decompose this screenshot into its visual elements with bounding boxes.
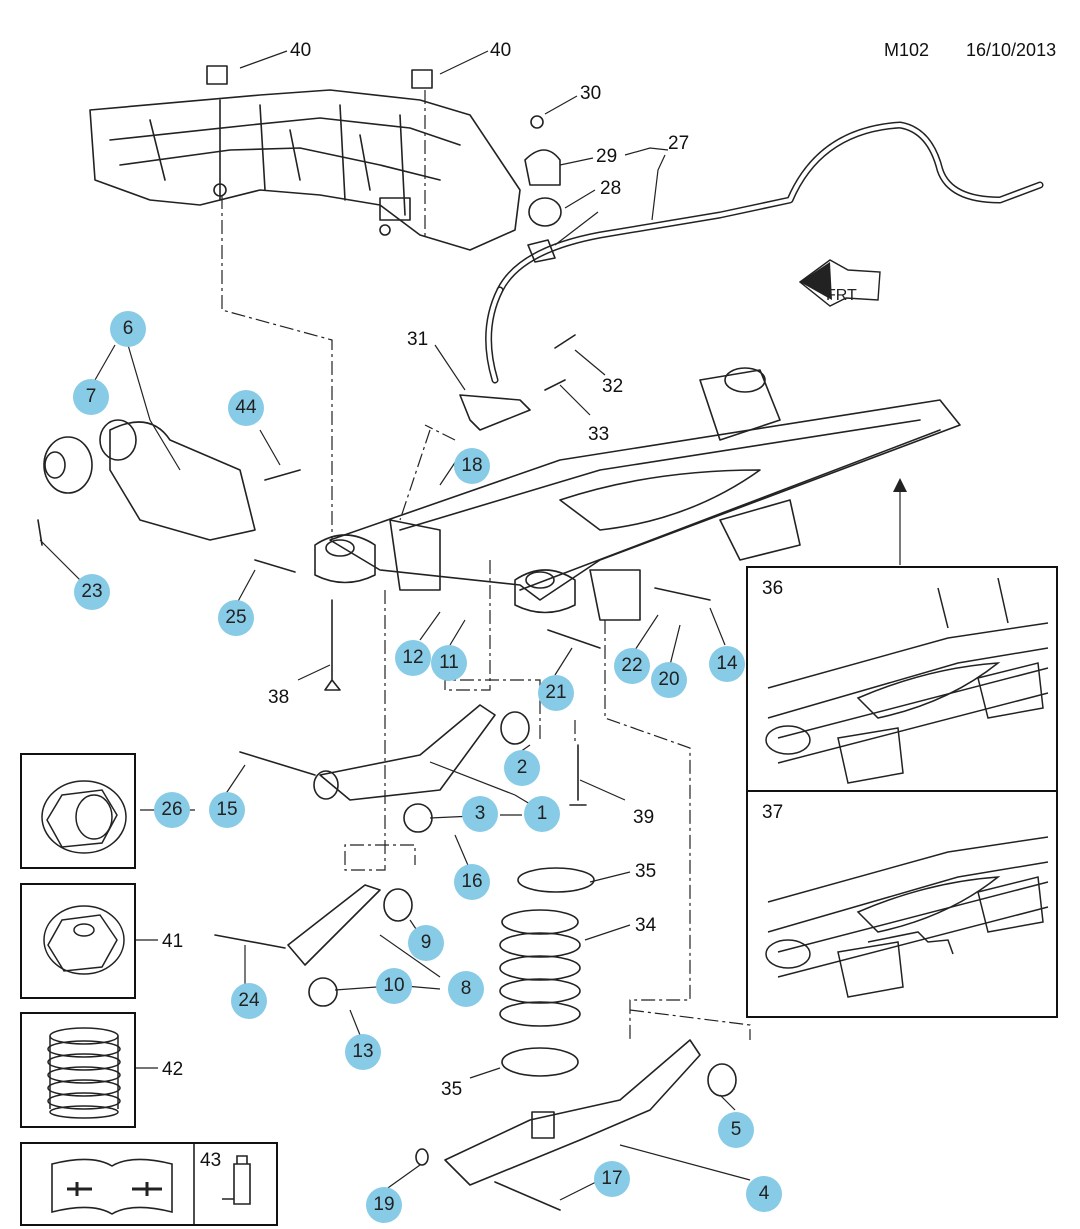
- hex-nut-icon: [43, 905, 125, 975]
- inset-36-number: 36: [762, 578, 784, 599]
- bushing-7: [43, 436, 93, 494]
- spring-seat-35-lower: [501, 1047, 579, 1077]
- bubble-17: 17: [594, 1161, 630, 1197]
- flange-nut-icon: [41, 780, 127, 854]
- boot-icon: [47, 1027, 121, 1119]
- bubble-15: 15: [209, 792, 245, 828]
- callout-35-upper: 35: [635, 861, 657, 882]
- bubble-24: 24: [231, 983, 267, 1019]
- cage-nut-40-left: [206, 65, 228, 85]
- rear-crossmember-illustration: [329, 367, 961, 621]
- inset-36-drawing: [765, 577, 1049, 784]
- bubble-26: 26: [154, 792, 190, 828]
- cage-nut-40-right: [411, 69, 433, 89]
- callout-28: 28: [600, 178, 622, 199]
- callout-27: 27: [668, 133, 690, 154]
- bubble-44: 44: [228, 390, 264, 426]
- callout-33: 33: [588, 424, 610, 445]
- bubble-14: 14: [709, 646, 745, 682]
- bubble-16: 16: [454, 864, 490, 900]
- bubble-18: 18: [454, 448, 490, 484]
- lower-control-arm-4: [444, 1039, 701, 1186]
- bushing-5: [707, 1063, 737, 1097]
- detail-box-26: [20, 753, 136, 869]
- bubble-8: 8: [448, 971, 484, 1007]
- inset-37-drawing: [765, 836, 1049, 998]
- bubble-11: 11: [431, 645, 467, 681]
- inset-36: 36: [746, 566, 1058, 794]
- callout-35-lower: 35: [441, 1079, 463, 1100]
- page-code: M102: [884, 40, 930, 60]
- body-frame-illustration: [89, 89, 521, 251]
- callout-30: 30: [580, 83, 602, 104]
- bubble-23: 23: [74, 574, 110, 610]
- spring-seat-35-upper: [517, 867, 595, 893]
- callout-29: 29: [596, 146, 618, 167]
- detail-box-41: [20, 883, 136, 999]
- callout-39: 39: [633, 807, 655, 828]
- callout-40-right: 40: [490, 40, 512, 61]
- bushing-28: [528, 197, 562, 227]
- stabilizer-link-31: [459, 394, 531, 431]
- bubble-9: 9: [408, 925, 444, 961]
- bubble-2: 2: [504, 750, 540, 786]
- bubble-7: 7: [73, 379, 109, 415]
- bubble-4: 4: [746, 1176, 782, 1212]
- bubble-22: 22: [614, 648, 650, 684]
- page-date: 16/10/2013: [966, 40, 1057, 60]
- bushing-2: [500, 711, 530, 745]
- front-marker-text: FRT: [826, 287, 857, 304]
- bubble-20: 20: [651, 662, 687, 698]
- bubble-25: 25: [218, 600, 254, 636]
- manual-and-grease-icons: [51, 1144, 251, 1224]
- callout-32: 32: [602, 376, 624, 397]
- bubble-12: 12: [395, 640, 431, 676]
- bubble-21: 21: [538, 675, 574, 711]
- bushing-9: [383, 888, 413, 922]
- front-direction-arrow: [798, 259, 881, 307]
- bubble-1: 1: [524, 796, 560, 832]
- trailing-arm-6: [109, 421, 256, 541]
- bushing-10: [308, 977, 338, 1007]
- box-41-number: 41: [162, 931, 184, 952]
- bubble-3: 3: [462, 796, 498, 832]
- bubble-19: 19: [366, 1187, 402, 1223]
- detail-box-42: [20, 1012, 136, 1128]
- bushing-3: [403, 803, 433, 833]
- inset-37: 37: [746, 790, 1058, 1018]
- callout-40-left: 40: [290, 40, 312, 61]
- box-43-number: 43: [200, 1150, 222, 1171]
- callout-38: 38: [268, 687, 290, 708]
- bubble-5: 5: [718, 1112, 754, 1148]
- stabilizer-bar-27: [496, 121, 1044, 294]
- coil-spring-34: [499, 909, 581, 1027]
- bubble-10: 10: [376, 968, 412, 1004]
- bubble-13: 13: [345, 1034, 381, 1070]
- detail-box-43: 43: [20, 1142, 278, 1226]
- box-42-number: 42: [162, 1059, 184, 1080]
- clamp-29: [524, 149, 561, 186]
- callout-31: 31: [407, 329, 429, 350]
- lower-link-8: [287, 884, 381, 966]
- upper-control-arm-1: [319, 704, 496, 801]
- callout-34: 34: [635, 915, 657, 936]
- bubble-6: 6: [110, 311, 146, 347]
- inset-37-number: 37: [762, 802, 784, 823]
